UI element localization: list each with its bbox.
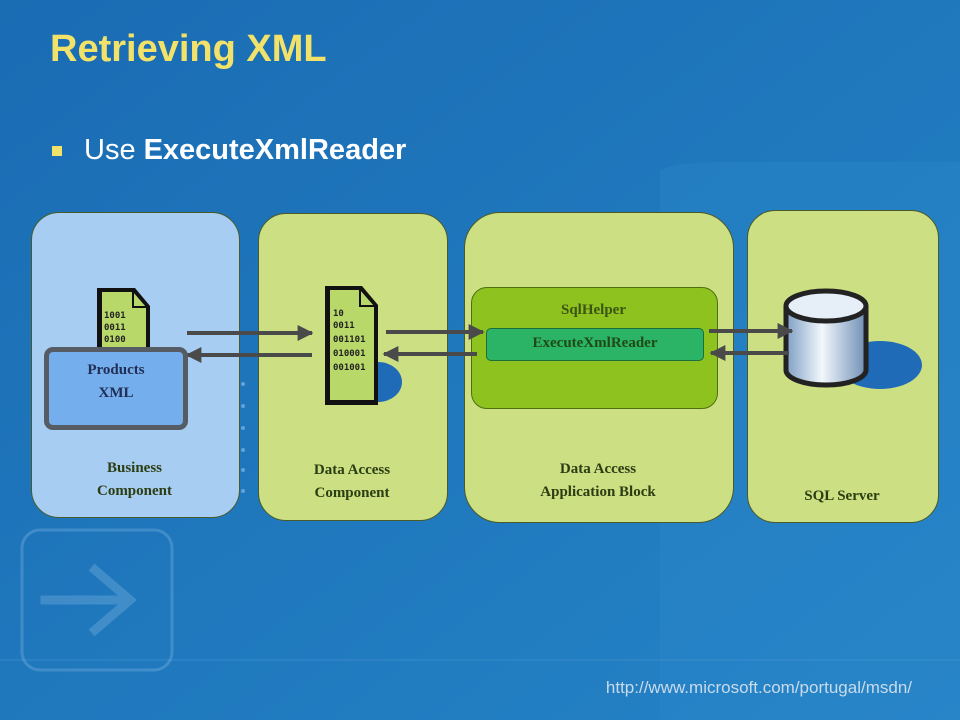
svg-text:001001: 001001: [333, 363, 366, 373]
svg-text:001101: 001101: [333, 335, 366, 345]
execute-xml-reader-label: ExecuteXmlReader: [532, 335, 658, 351]
bullet-method-name: ExecuteXmlReader: [143, 134, 407, 166]
business-component-label-line2: Component: [96, 483, 172, 499]
footer-url[interactable]: http://www.microsoft.com/portugal/msdn/: [605, 678, 912, 697]
svg-text:0100: 0100: [104, 335, 126, 345]
slide-title: Retrieving XML: [50, 28, 327, 70]
application-block-label-line1: Data Access: [559, 461, 637, 477]
business-component-label-line1: Business: [106, 460, 163, 476]
products-xml-line2: XML: [98, 385, 134, 401]
bullet-item: Use ExecuteXmlReader: [52, 134, 406, 167]
execute-xml-reader-box: [486, 328, 704, 361]
svg-text:1001: 1001: [104, 311, 126, 321]
application-block-label-line2: Application Block: [540, 484, 656, 500]
arrow-right-icon: [20, 528, 174, 672]
sqlhelper-title: SqlHelper: [560, 302, 626, 318]
products-xml-box: [44, 347, 188, 430]
dotted-line-decoration: [241, 382, 245, 493]
data-access-component-label-line2: Component: [314, 485, 390, 501]
svg-text:0011: 0011: [104, 323, 126, 333]
svg-text:010001: 010001: [333, 349, 366, 359]
xml-document-icon: 10 0011 001101 010001 001001: [325, 286, 402, 405]
products-xml-line1: Products: [87, 362, 145, 378]
data-access-component-label-line1: Data Access: [313, 462, 391, 478]
flow-arrows: [185, 323, 794, 363]
bullet-square-icon: [52, 145, 62, 156]
svg-text:0011: 0011: [333, 321, 355, 331]
sql-server-label: SQL Server: [804, 488, 880, 504]
bullet-prefix: Use: [84, 134, 136, 166]
svg-text:10: 10: [333, 309, 344, 319]
database-cylinder-icon: [783, 288, 922, 389]
